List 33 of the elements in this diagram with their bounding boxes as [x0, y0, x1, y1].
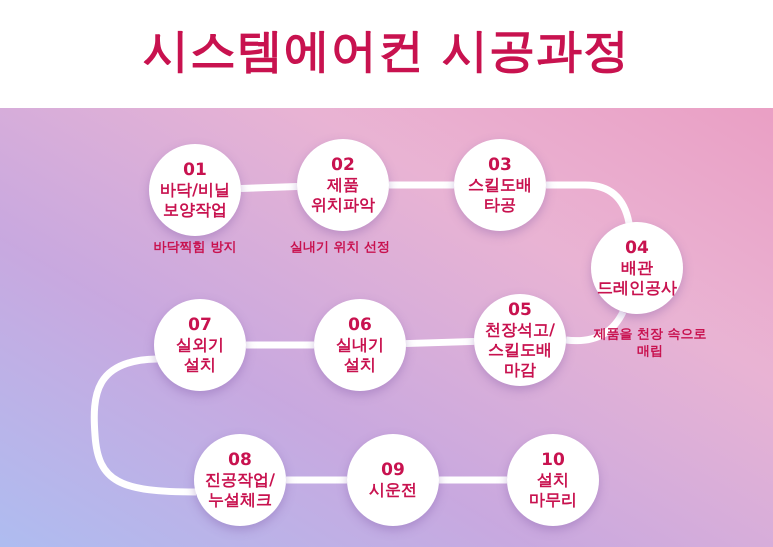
connector-line	[286, 476, 347, 484]
step-name: 바닥/비닐 보양작업	[159, 180, 231, 220]
step-name: 천장석고/ 스킬도배 마감	[484, 320, 556, 380]
connector-line	[240, 183, 298, 192]
connector-line	[389, 182, 454, 188]
step-note: 실내기 위치 선정	[288, 239, 392, 256]
connector-line	[90, 356, 196, 496]
connector-line	[406, 338, 474, 348]
step-note: 바닥찍힘 방지	[152, 239, 238, 256]
step-number: 07	[188, 315, 212, 335]
step-name: 실내기 설치	[335, 335, 385, 375]
step-name: 배관 드레인공사	[596, 258, 678, 298]
step-name: 설치 마무리	[528, 470, 578, 510]
connector-line	[439, 476, 507, 484]
step-number: 03	[488, 155, 512, 175]
step-note: 제품을 천장 속으로 매립	[592, 326, 708, 360]
step-number: 01	[183, 160, 207, 180]
connector-line	[546, 182, 632, 224]
step-name: 스킬도배 타공	[467, 175, 533, 215]
step-number: 08	[228, 450, 252, 470]
step-number: 06	[348, 315, 372, 335]
connector-line	[566, 310, 626, 344]
step-name: 시운전	[368, 480, 418, 500]
step-number: 02	[331, 155, 355, 175]
step-name: 실외기 설치	[175, 335, 225, 375]
step-name: 진공작업/ 누설체크	[204, 470, 276, 510]
step-number: 05	[508, 300, 532, 320]
connector-line	[246, 342, 314, 348]
title: 시스템에어컨 시공과정	[142, 22, 631, 79]
step-name: 제품 위치파악	[310, 175, 376, 215]
step-number: 10	[541, 450, 565, 470]
step-number: 09	[381, 460, 405, 480]
step-number: 04	[625, 238, 649, 258]
